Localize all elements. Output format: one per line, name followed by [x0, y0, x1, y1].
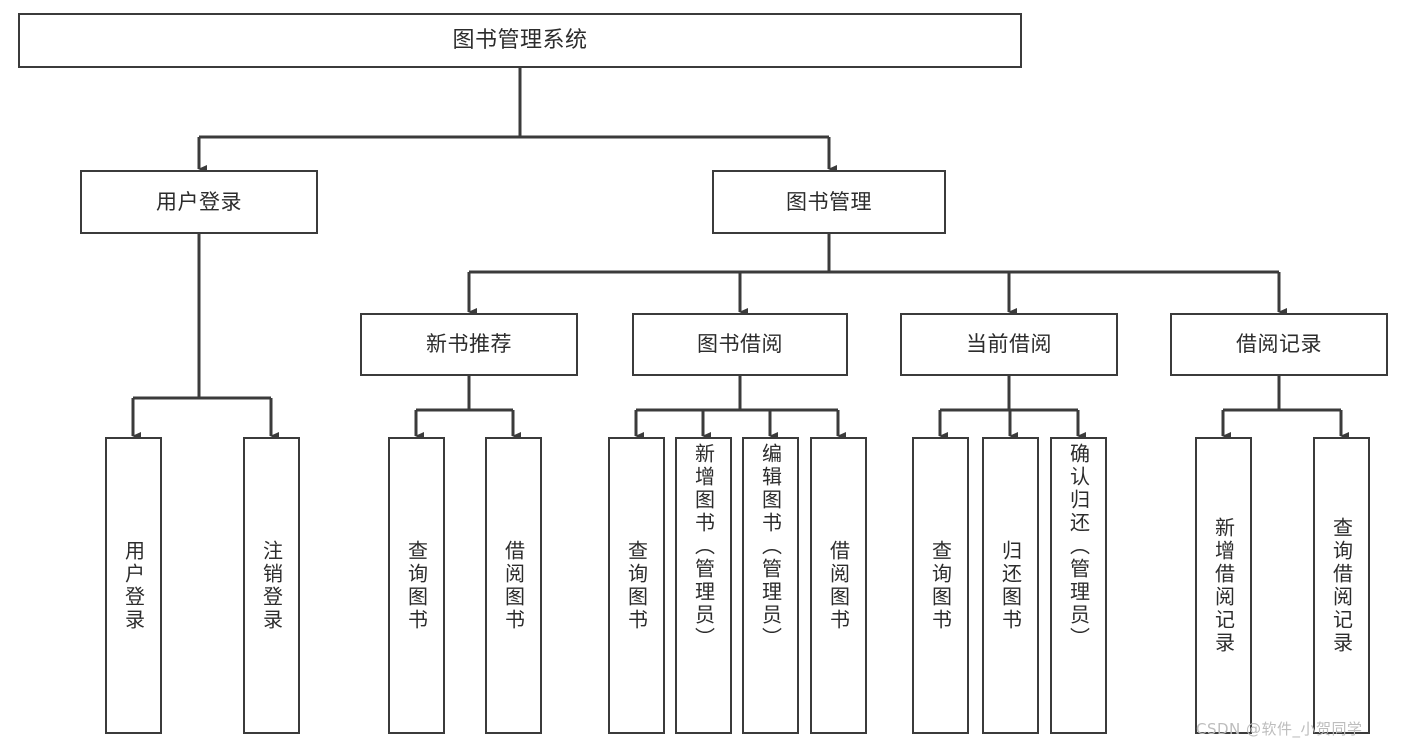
- node-label: 借阅图书: [501, 539, 526, 632]
- leaf-query-book-a[interactable]: 查询图书: [388, 437, 445, 734]
- node-user-login[interactable]: 用户登录: [80, 170, 318, 234]
- leaf-confirm-return[interactable]: 确认归还（管理员）: [1050, 437, 1107, 734]
- node-label: 归还图书: [998, 539, 1023, 632]
- leaf-user-logout[interactable]: 注销登录: [243, 437, 300, 734]
- wire-layer: [131, 68, 1349, 440]
- node-current-borrow[interactable]: 当前借阅: [900, 313, 1118, 376]
- leaf-edit-book[interactable]: 编辑图书（管理员）: [742, 437, 799, 734]
- node-label: 查询借阅记录: [1329, 516, 1354, 655]
- node-label: 查询图书: [928, 539, 953, 632]
- leaf-add-book[interactable]: 新增图书（管理员）: [675, 437, 732, 734]
- node-label: 借阅图书: [826, 539, 851, 632]
- node-book-manage[interactable]: 图书管理: [712, 170, 946, 234]
- node-label: 注销登录: [259, 539, 284, 632]
- node-label: 当前借阅: [966, 332, 1052, 357]
- node-new-book-rec[interactable]: 新书推荐: [360, 313, 578, 376]
- node-label: 图书借阅: [697, 332, 783, 357]
- node-root[interactable]: 图书管理系统: [18, 13, 1022, 68]
- leaf-user-login[interactable]: 用户登录: [105, 437, 162, 734]
- node-label: 借阅记录: [1236, 332, 1322, 357]
- leaf-query-book-b[interactable]: 查询图书: [608, 437, 665, 734]
- leaf-add-borrow-rec[interactable]: 新增借阅记录: [1195, 437, 1252, 734]
- node-label: 查询图书: [624, 539, 649, 632]
- node-label: 图书管理: [786, 189, 872, 214]
- leaf-query-book-c[interactable]: 查询图书: [912, 437, 969, 734]
- node-label: 用户登录: [156, 189, 242, 214]
- node-label: 新增图书（管理员）: [691, 443, 716, 650]
- leaf-query-borrow-rec[interactable]: 查询借阅记录: [1313, 437, 1370, 734]
- node-label: 新书推荐: [426, 332, 512, 357]
- node-label: 编辑图书（管理员）: [758, 443, 783, 650]
- leaf-borrow-book-b[interactable]: 借阅图书: [810, 437, 867, 734]
- node-label: 用户登录: [121, 539, 146, 632]
- node-label: 新增借阅记录: [1211, 516, 1236, 655]
- node-book-borrow[interactable]: 图书借阅: [632, 313, 848, 376]
- node-label: 确认归还（管理员）: [1066, 443, 1091, 650]
- node-label: 图书管理系统: [452, 27, 588, 53]
- leaf-return-book[interactable]: 归还图书: [982, 437, 1039, 734]
- leaf-borrow-book-a[interactable]: 借阅图书: [485, 437, 542, 734]
- node-label: 查询图书: [404, 539, 429, 632]
- watermark-text: CSDN @软件_小贺同学: [1196, 720, 1363, 738]
- node-borrow-record[interactable]: 借阅记录: [1170, 313, 1388, 376]
